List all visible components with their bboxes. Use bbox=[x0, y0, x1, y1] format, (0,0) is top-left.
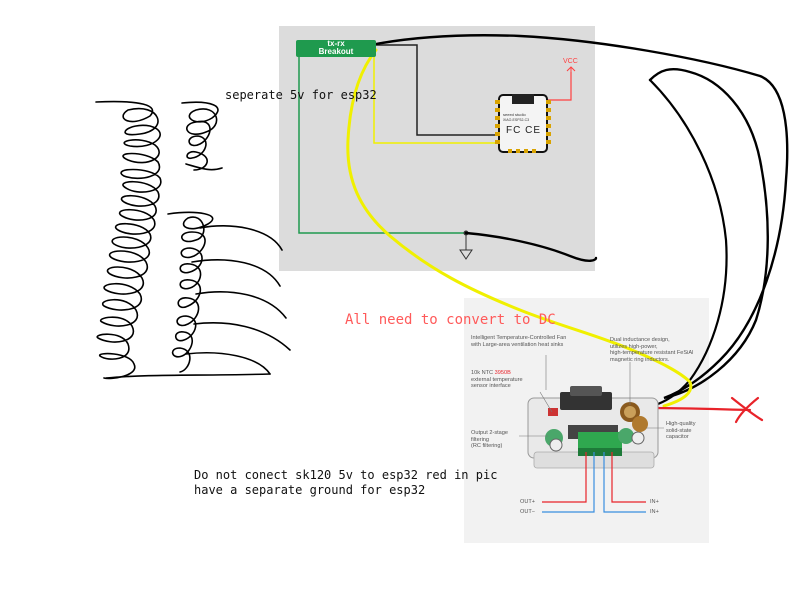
ntc-callout: 10k NTC 3950B external temperature senso… bbox=[471, 370, 523, 390]
note-separate-5v: seperate 5v for esp32 bbox=[225, 88, 377, 102]
vcc-wire bbox=[547, 72, 572, 101]
in-plus-label: IN+ bbox=[650, 499, 659, 505]
ground-wire bbox=[298, 57, 466, 234]
ntc-label-prefix: 10k NTC bbox=[471, 370, 494, 376]
esp32-cert-marks: FC CE bbox=[506, 125, 541, 136]
scribble-scratch-out bbox=[95, 100, 291, 380]
yellow-wire-breakout-to-esp32 bbox=[373, 49, 498, 144]
inductor-callout-line4: magnetic ring inductors. bbox=[610, 356, 670, 363]
capacitor-callout-line2: solid-state bbox=[666, 427, 692, 434]
fan-callout-line2: with Large-area ventilation heat sinks bbox=[471, 341, 564, 348]
ntc-label-value: 3950B bbox=[494, 370, 511, 376]
esp32-brand: seeed studio bbox=[503, 112, 526, 117]
note-warning-line2: have a separate ground for esp32 bbox=[194, 483, 426, 497]
inductor-callout-line3: high-temperature resistant FeSiAl bbox=[610, 350, 694, 356]
callout-lines bbox=[519, 355, 664, 437]
note-warning-line1: Do not conect sk120 5v to esp32 red in p… bbox=[194, 468, 498, 482]
ntc-callout-line3: sensor interface bbox=[471, 383, 511, 389]
vcc-arrow-icon bbox=[566, 66, 576, 72]
black-wire-ground bbox=[464, 231, 598, 262]
inductor-callout: Dual inductance design, utilizes high-po… bbox=[610, 337, 693, 363]
vcc-label: VCC bbox=[563, 58, 578, 65]
inductor-callout-line2: utilizes high-power, bbox=[610, 343, 658, 350]
black-wire-long-loop bbox=[374, 34, 789, 400]
red-cross-mark bbox=[650, 396, 764, 424]
converter-board bbox=[527, 386, 659, 469]
note-convert-dc: All need to convert to DC bbox=[345, 312, 556, 328]
fan-callout: Intelligent Temperature-Controlled Fan w… bbox=[471, 335, 566, 348]
ntc-callout-line2: external temperature bbox=[471, 376, 523, 383]
black-wire-breakout-to-esp32 bbox=[376, 44, 498, 136]
in-minus-label: IN+ bbox=[650, 509, 659, 515]
filter-callout-line2: filtering bbox=[471, 436, 490, 443]
black-wire-to-converter bbox=[648, 78, 728, 406]
ntc-callout-line1: 10k NTC 3950B bbox=[471, 370, 523, 377]
capacitor-callout-line3: capacitor bbox=[666, 434, 689, 440]
breakout-label-line1: tx-rx bbox=[327, 39, 345, 48]
filter-callout-line3: (RC filtering) bbox=[471, 443, 503, 449]
capacitor-callout: High-quality solid-state capacitor bbox=[666, 421, 696, 441]
filter-callout-line1: Output 2-stage bbox=[471, 430, 509, 436]
fan-callout-line1: Intelligent Temperature-Controlled Fan bbox=[471, 335, 567, 341]
inductor-callout-line1: Dual inductance design, bbox=[610, 337, 670, 343]
yellow-wire-long bbox=[346, 48, 693, 408]
breakout-label-line2: Breakout bbox=[318, 47, 354, 56]
tx-rx-breakout-board: tx-rx Breakout bbox=[296, 40, 376, 57]
capacitor-callout-line1: High-quality bbox=[666, 421, 696, 427]
out-minus-label: OUT− bbox=[520, 509, 536, 515]
terminal-lines bbox=[542, 452, 646, 513]
filter-callout: Output 2-stage filtering (RC filtering) bbox=[471, 430, 508, 450]
out-plus-label: OUT+ bbox=[520, 499, 536, 505]
ground-symbol bbox=[459, 230, 473, 260]
esp32-module bbox=[495, 94, 551, 153]
esp32-model: XIAO-ESP32-C3 bbox=[503, 118, 530, 122]
